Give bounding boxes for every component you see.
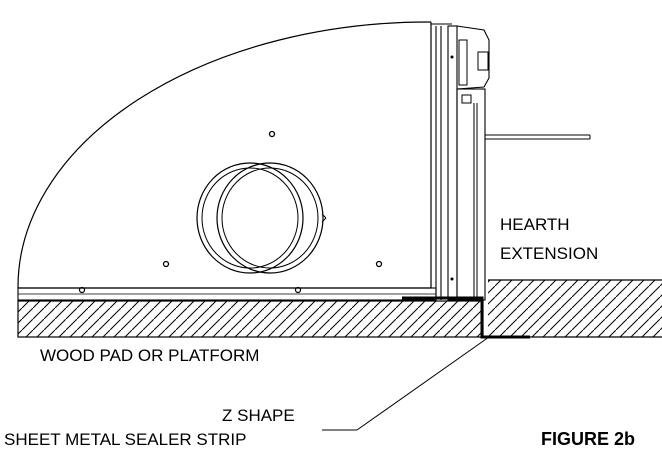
flue-collar [196, 162, 327, 274]
hearth-extension-floor [488, 279, 662, 338]
wood-pad-label: WOOD PAD OR PLATFORM [40, 346, 259, 365]
body-screws [162, 130, 383, 268]
leader-line [322, 336, 490, 431]
screw-icon [375, 260, 383, 268]
screw-icon [268, 130, 276, 138]
z-shape-sealer-strip [402, 296, 530, 339]
extension-label: EXTENSION [500, 244, 598, 263]
fireplace-body [17, 21, 437, 301]
screw-icon [450, 277, 454, 281]
screw-icon [78, 286, 86, 294]
hearth-label: HEARTH [500, 215, 570, 234]
z-shape-label: Z SHAPE [222, 406, 295, 425]
sealer-strip-label: SHEET METAL SEALER STRIP [4, 430, 246, 449]
screw-icon [294, 286, 302, 294]
wood-pad-platform [17, 300, 484, 338]
figure-label: FIGURE 2b [541, 429, 635, 449]
screw-icon [162, 260, 170, 268]
screw-icon [450, 55, 454, 59]
front-frame [431, 23, 591, 301]
